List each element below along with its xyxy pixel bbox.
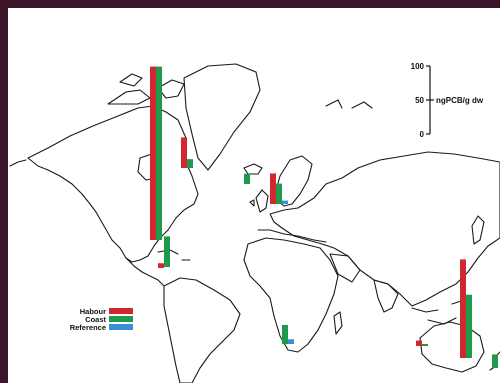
siberian-islands [325,99,373,109]
legend-label-coast: Coast [85,315,106,324]
australia-outline [419,321,485,373]
scale-bar: 100 50 0 ngPCB/g dw [411,62,484,139]
bar-greenland-coast [187,159,193,168]
bar-iceland-coast [244,173,250,184]
british-isles-outline [249,189,269,213]
legend-swatch-coast [109,316,133,322]
legend: Habour Coast Reference [70,307,133,332]
legend-label-reference: Reference [70,323,106,332]
pcb-bars [150,66,498,368]
mediterranean-coast [257,229,327,243]
caribbean-islands [157,249,191,261]
eurasia-outline [269,151,500,307]
world-map: 100 50 0 ngPCB/g dw Habour Coast Referen… [9,62,500,383]
legend-swatch-reference [109,324,133,330]
bar-greenland-habour [181,137,187,168]
aleutian-islands [9,159,27,167]
south-america-outline [163,277,241,383]
bar-east-asia-habour [460,259,466,358]
bar-north-america-west-habour [150,66,156,240]
scale-tick-label-100: 100 [411,62,425,71]
bar-east-asia-coast-coast [466,294,472,358]
bar-scandinavia-habour [270,173,276,204]
bar-australia-habour [416,340,422,346]
bar-baltic-reference [282,200,288,204]
bar-caribbean-coast [164,236,170,267]
iceland-outline [243,163,263,175]
world-map-panel: 100 50 0 ngPCB/g dw Habour Coast Referen… [8,8,500,383]
arctic-islands [107,73,185,105]
scale-unit-label: ngPCB/g dw [436,96,484,105]
north-america-outline [27,105,199,263]
bar-southern-africa-reference [288,339,294,344]
scale-tick-label-0: 0 [420,130,425,139]
bar-southern-africa-coast [282,324,288,344]
central-america-outline [125,257,165,287]
madagascar-outline [333,311,343,335]
legend-label-habour: Habour [80,307,106,316]
bar-central-america-habour [158,263,164,268]
scale-tick-label-50: 50 [415,96,424,105]
coastlines [9,63,500,383]
bar-new-zealand-coast [492,354,498,368]
bar-australia-coast [422,343,428,346]
africa-outline [243,237,339,353]
japan-outline [471,215,485,245]
arabia-outline [329,253,361,283]
legend-swatch-habour [109,308,133,314]
scandinavia-outline [273,155,313,207]
greenland-outline [183,63,261,171]
bar-baltic-coast [276,183,282,204]
bar-north-america-east-coast [156,66,162,240]
india-outline [373,279,399,313]
southeast-asia-islands [411,299,465,325]
